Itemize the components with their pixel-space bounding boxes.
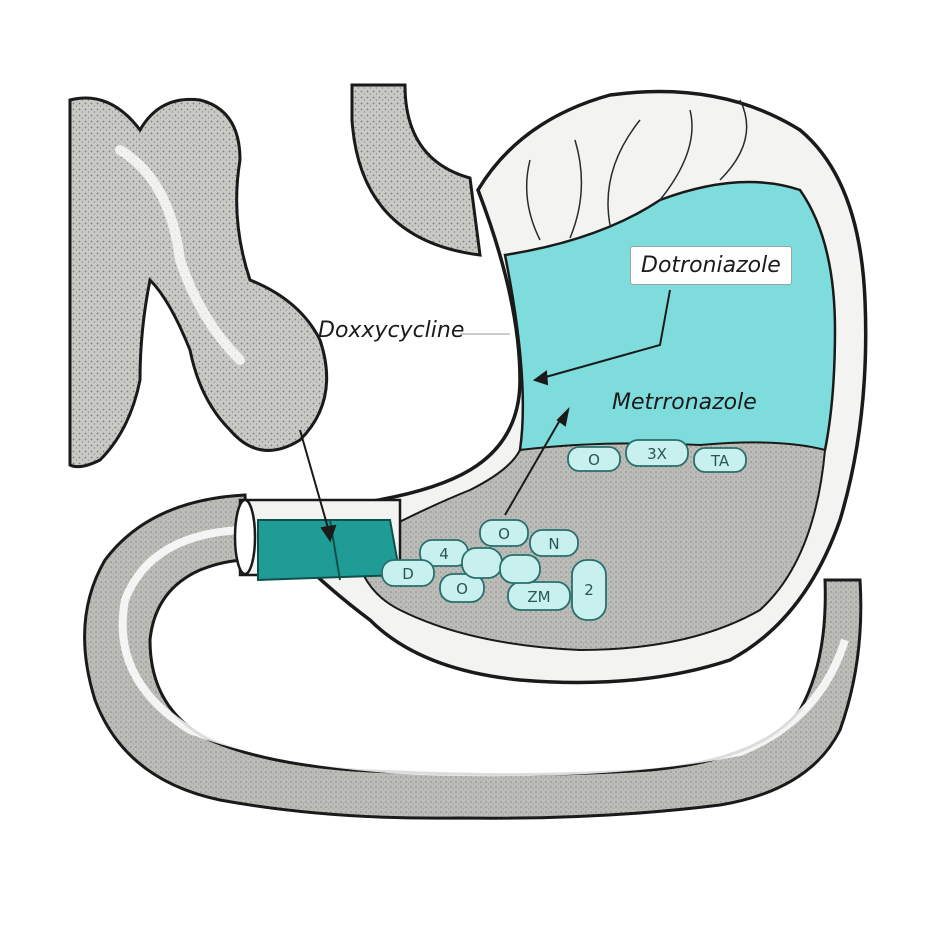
pill: [693, 447, 747, 473]
pill-label: 2: [584, 581, 594, 599]
pill-label: 4: [439, 545, 449, 563]
pill: [625, 439, 689, 467]
label-top: Dotroniazole: [630, 246, 792, 285]
leader-lines: [299, 289, 671, 543]
pills-cluster: O 3X TA 4 O N 2 ZM D O: [381, 439, 747, 621]
arrow-middle-label: [504, 419, 561, 516]
arrow-left-label: [299, 429, 331, 536]
pill-label: D: [402, 565, 414, 583]
pill-label: O: [498, 525, 510, 543]
intestine-highlight: [115, 145, 245, 365]
esophagus: [350, 83, 482, 257]
pill: [439, 573, 485, 603]
capsule-tube: [233, 498, 402, 582]
stomach-wrinkles: [525, 99, 748, 241]
pill-label: TA: [710, 452, 730, 470]
pill: [529, 529, 579, 557]
intestine-lumen: [118, 526, 849, 777]
pill-label: O: [456, 580, 468, 598]
pill: [567, 446, 621, 472]
pill: [479, 519, 529, 547]
arrow-top-label: [534, 289, 671, 381]
pill-label: ZM: [527, 588, 550, 606]
pill-label: 3X: [647, 445, 667, 463]
pill: [571, 559, 607, 621]
label-left: Doxxycycline: [318, 318, 465, 343]
pill-label: N: [548, 535, 559, 553]
large-intestine: [68, 96, 329, 469]
pill: [381, 559, 435, 587]
pill: [507, 581, 571, 611]
pill-label: O: [588, 451, 600, 469]
label-middle: Metrronazole: [612, 390, 757, 415]
